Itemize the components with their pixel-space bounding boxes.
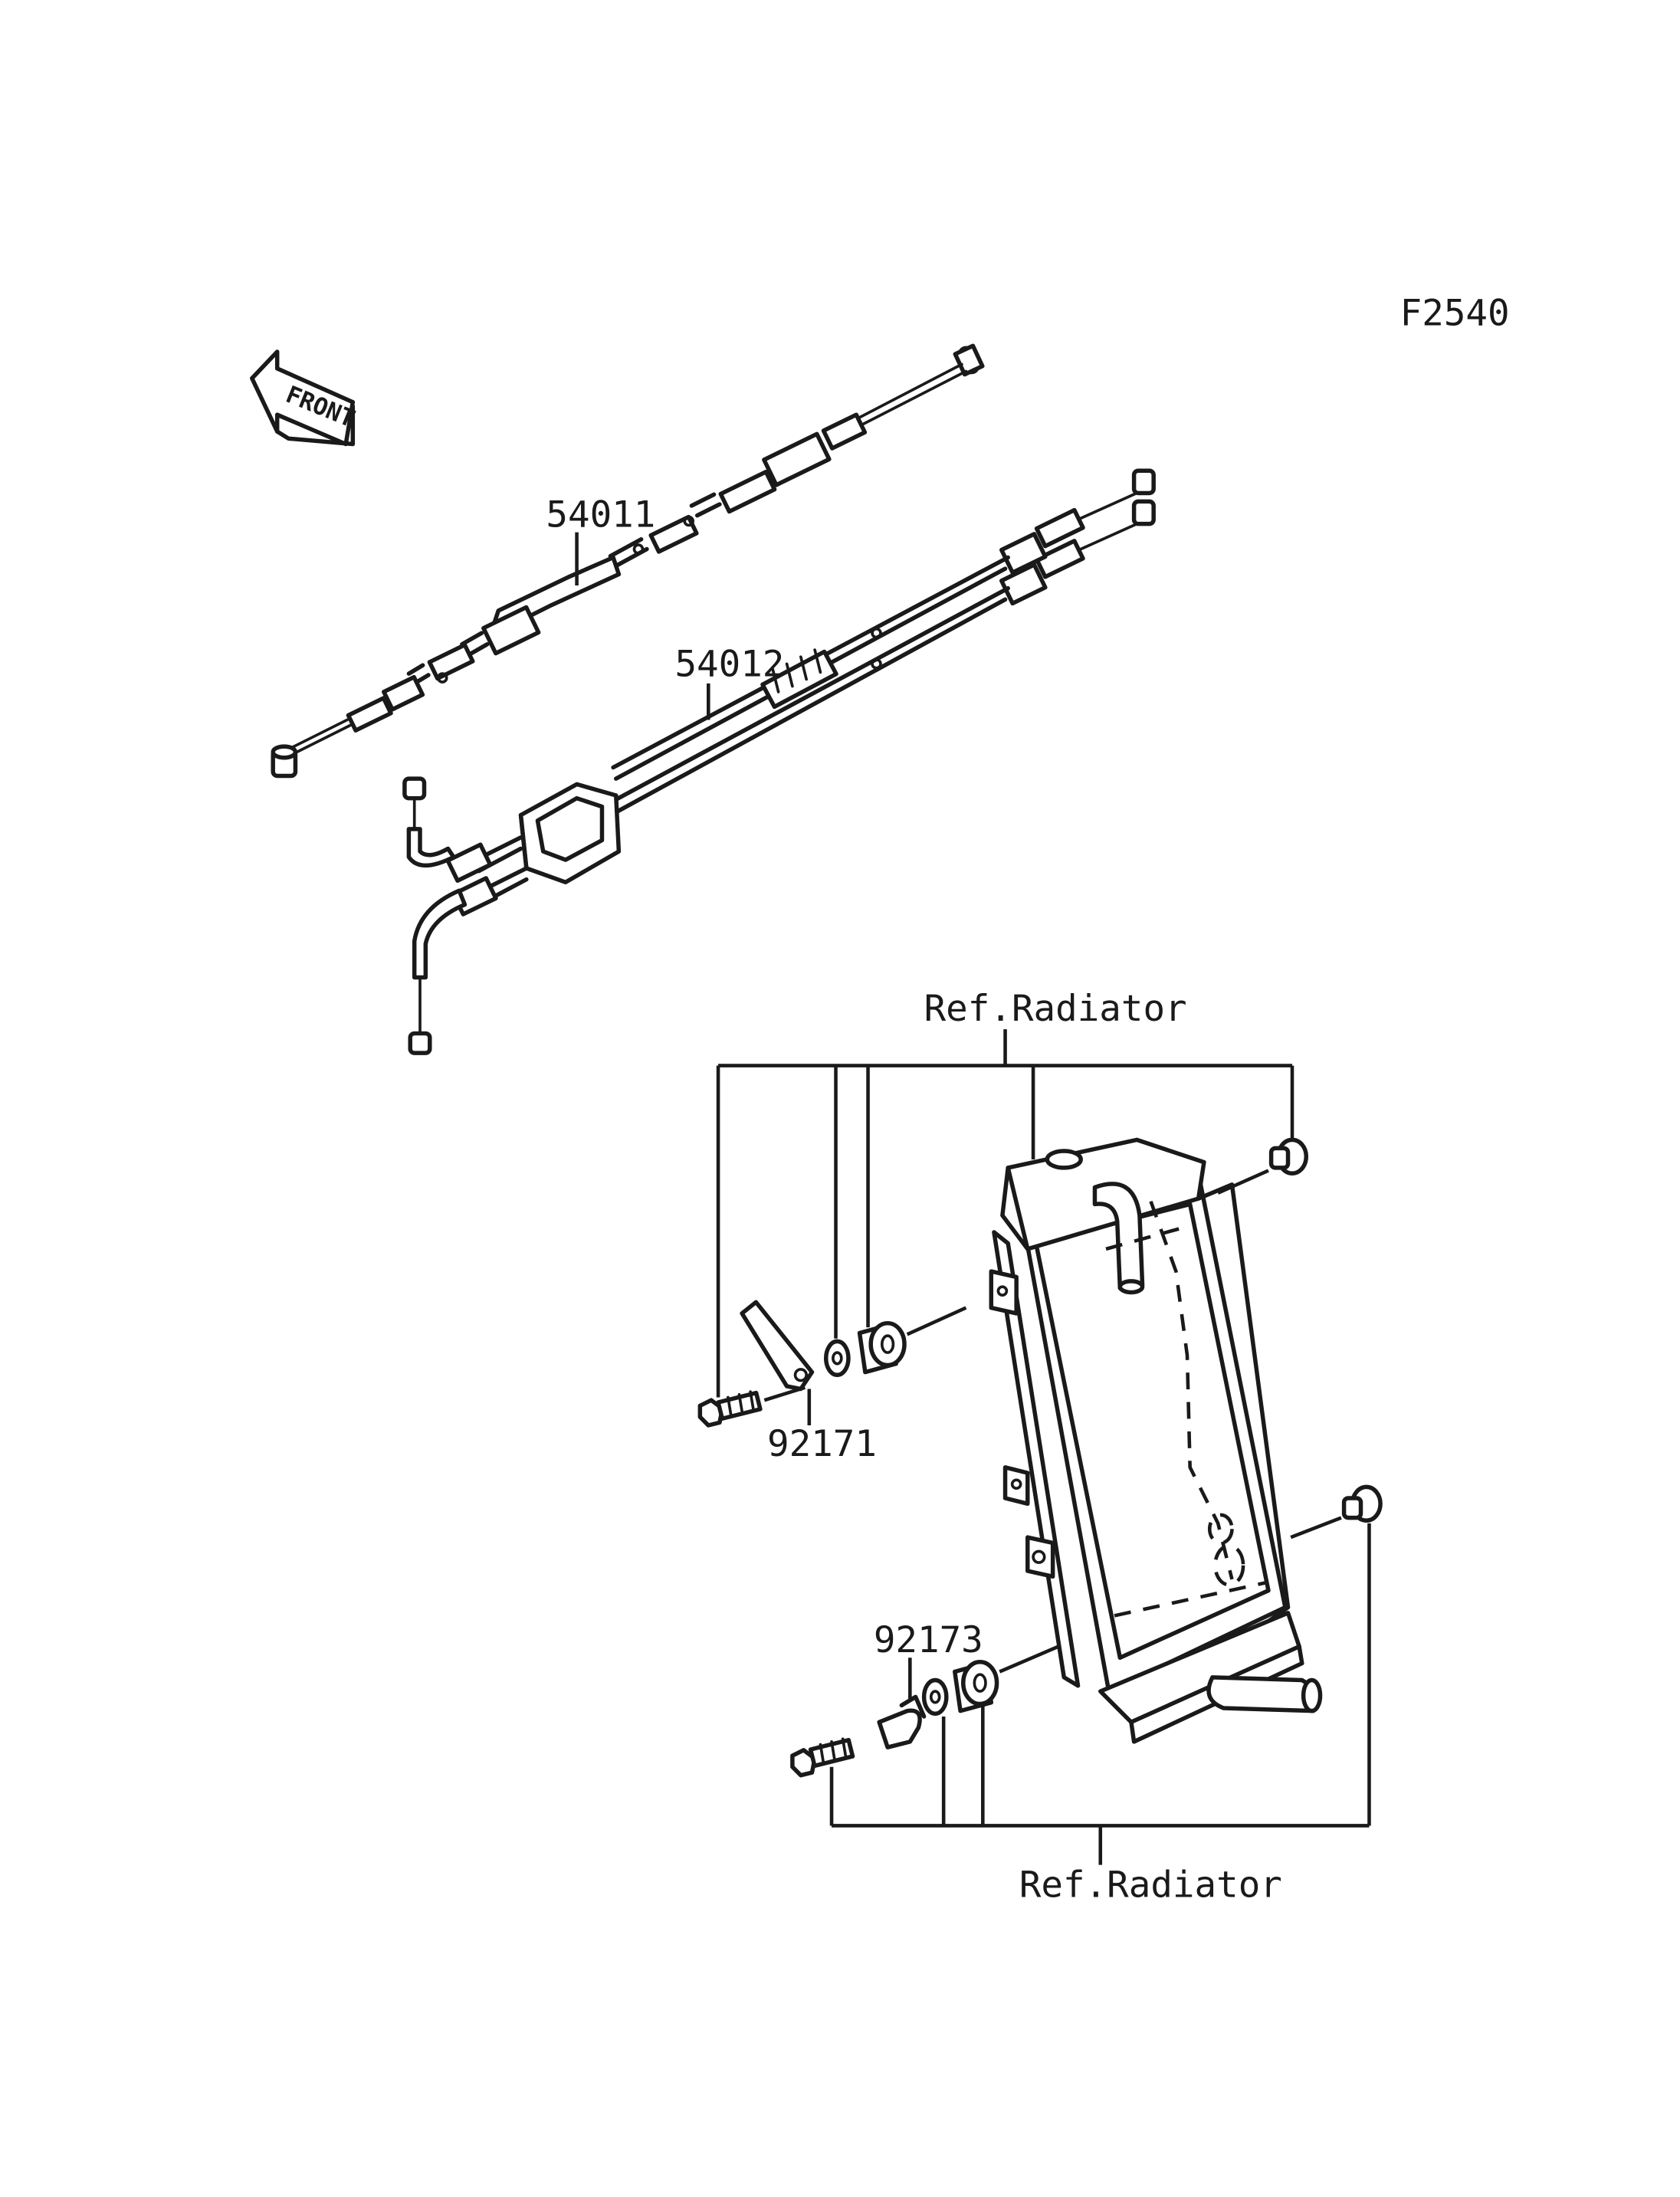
part-label-54012: 54012 <box>674 644 784 686</box>
lower-mounting-hardware <box>790 1484 1383 1778</box>
throttle-cable-54012 <box>402 468 1156 1055</box>
part-label-92173: 92173 <box>874 1619 983 1661</box>
upper-mounting-hardware <box>697 1137 1309 1428</box>
part-label-92171: 92171 <box>767 1423 877 1465</box>
ref-radiator-top: Ref.Radiator <box>924 988 1187 1030</box>
radiator <box>989 1137 1323 1744</box>
front-arrow-icon: FRONT <box>250 349 359 447</box>
ref-radiator-top-bracket <box>716 1029 1294 1398</box>
throttle-cable-54011 <box>271 343 985 779</box>
part-label-54011: 54011 <box>546 494 655 536</box>
ref-radiator-bottom: Ref.Radiator <box>1019 1864 1282 1907</box>
ref-radiator-bottom-bracket <box>829 1523 1371 1865</box>
diagram-code: F2540 <box>1400 292 1510 334</box>
